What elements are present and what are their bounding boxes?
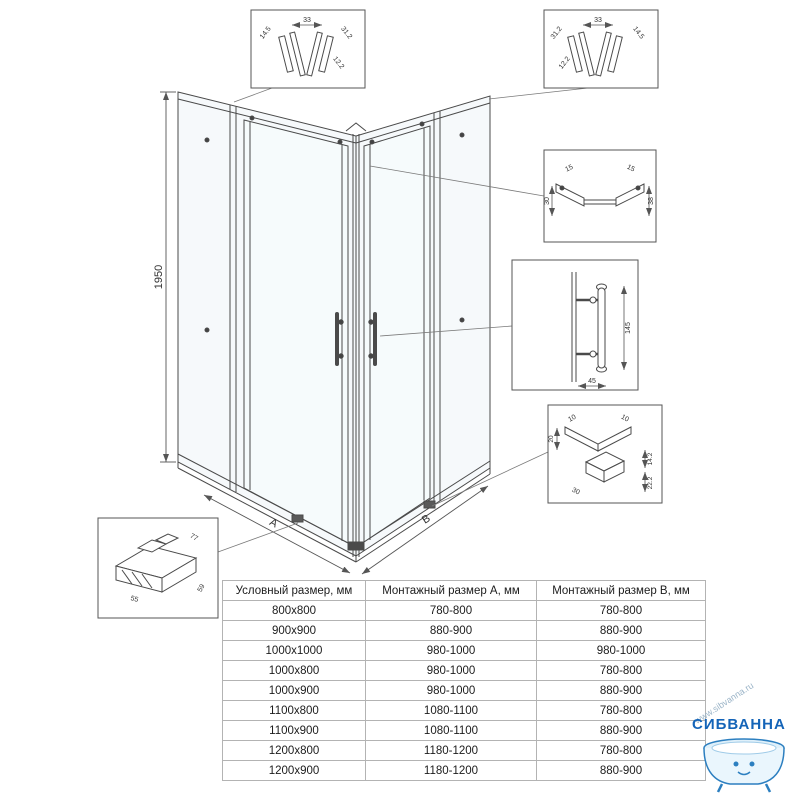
dim-label: 10 [567,414,577,424]
cell-nominal: 1000x900 [222,680,366,701]
cell-size-a: 980-1000 [365,680,537,701]
table-row: 800x800 780-800 780-800 [222,600,706,621]
dim-label: 15 [626,164,636,174]
dim-label: 20 [548,435,555,443]
corner-cap [345,122,367,132]
table-row: 1200x900 1180-1200 880-900 [222,760,706,781]
detail-wall-profile: 15 15 38 30 [543,149,657,243]
dim-b-label: B [420,512,433,526]
cell-size-a: 1180-1200 [365,760,537,781]
cell-size-b: 880-900 [536,760,706,781]
cell-size-a: 1080-1100 [365,720,537,741]
cell-nominal: 900x900 [222,620,366,641]
cell-size-b: 980-1000 [536,640,706,661]
dim-label: 77 [189,533,199,543]
dimension-1950: 1950 [153,91,176,463]
brand-logo: www.sibvanna.ru СИБВАННА [688,680,796,796]
detail-bottom-corner: 10 10 20 14.2 22.2 30 [547,404,663,504]
detail-bottom-rail: 77 55 59 [97,517,219,619]
cell-size-a: 780-800 [365,600,537,621]
table-row: 1000x900 980-1000 880-900 [222,680,706,701]
col-header-nominal: Условный размер, мм [222,580,366,601]
dim-label: 30 [544,197,551,205]
cell-nominal: 1000x800 [222,660,366,681]
dim-label: 10 [620,414,630,424]
dim-label: 30 [571,487,581,497]
dim-label: 55 [130,595,139,604]
callout-leaders [217,87,589,553]
dim-label: 33 [303,17,311,24]
brand-title: СИБВАННА [692,716,786,733]
table-row: 1100x900 1080-1100 880-900 [222,720,706,741]
cell-nominal: 800x800 [222,600,366,621]
cell-size-b: 780-800 [536,700,706,721]
cell-size-b: 880-900 [536,680,706,701]
cell-size-b: 780-800 [536,740,706,761]
cell-size-a: 880-900 [365,620,537,641]
cell-size-a: 1080-1100 [365,700,537,721]
table-row: 1000x800 980-1000 780-800 [222,660,706,681]
dim-label: 22.2 [647,476,654,489]
table-row: 900x900 880-900 880-900 [222,620,706,641]
door-handles [335,312,377,366]
col-header-size-a: Монтажный размер A, мм [365,580,537,601]
dim-label: 33 [594,17,602,24]
table-row: 1200x800 1180-1200 780-800 [222,740,706,761]
cell-size-a: 1180-1200 [365,740,537,761]
dim-label: 59 [197,583,207,593]
table-row: 1000x1000 980-1000 980-1000 [222,640,706,661]
cell-nominal: 1100x800 [222,700,366,721]
cell-size-b: 780-800 [536,600,706,621]
cell-size-b: 880-900 [536,720,706,741]
height-dim-label: 1950 [153,265,165,289]
cell-nominal: 1000x1000 [222,640,366,661]
cell-nominal: 1200x800 [222,740,366,761]
detail-handle: 145 45 [511,259,639,391]
size-table-header-row: Условный размер, мм Монтажный размер A, … [222,580,706,601]
dim-label: 45 [588,378,596,385]
detail-top-left-profile: 14.5 33 31.2 12.2 [250,9,366,89]
cell-nominal: 1200x900 [222,760,366,781]
cell-nominal: 1100x900 [222,720,366,741]
cell-size-a: 980-1000 [365,660,537,681]
dim-label: 15 [564,164,574,174]
shower-enclosure-drawing [177,91,491,563]
cell-size-a: 980-1000 [365,640,537,661]
dim-label: 145 [625,322,632,334]
cell-size-b: 780-800 [536,660,706,681]
dim-label: 14.2 [647,452,654,465]
cell-size-b: 880-900 [536,620,706,641]
table-row: 1100x800 1080-1100 780-800 [222,700,706,721]
dim-label: 38 [648,197,655,205]
size-table: Условный размер, мм Монтажный размер A, … [222,580,706,781]
col-header-size-b: Монтажный размер B, мм [536,580,706,601]
detail-top-right-profile: 31.2 33 14.5 12.2 [543,9,659,89]
bathtub-logo-icon [703,738,785,793]
dim-a-label: A [267,516,280,530]
left-sliding-door [243,119,349,544]
